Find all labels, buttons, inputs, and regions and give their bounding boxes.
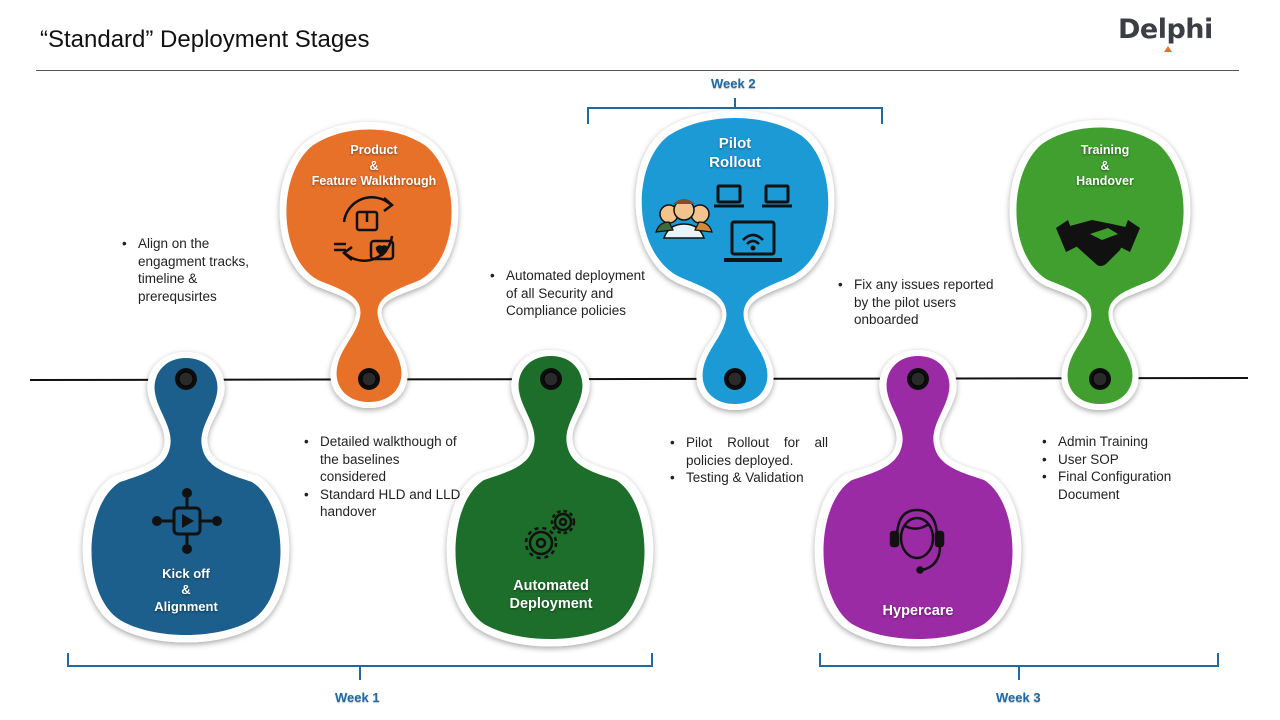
product-cycle-icon <box>334 196 395 262</box>
page-title: “Standard” Deployment Stages <box>40 26 370 53</box>
stage-label-product: Product & Feature Walkthrough <box>311 143 437 189</box>
note-item: Detailed walkthough of the baselines con… <box>302 433 467 486</box>
stage-label-pilot-rollout: Pilot Rollout <box>709 135 761 171</box>
timeline-line <box>29 377 1249 381</box>
note-item: Standard HLD and LLD handover <box>302 486 467 521</box>
week-label-2: Week 2 <box>711 76 756 91</box>
notes-automated-deployment: Automated deployment of all Security and… <box>488 267 648 320</box>
note-item: User SOP <box>1040 451 1200 469</box>
users-devices-icon <box>655 184 792 262</box>
notes-hypercare: Fix any issues reported by the pilot use… <box>836 276 996 329</box>
stage-label-automated-deployment: Automated Deployment <box>509 578 593 613</box>
note-item: Admin Training <box>1040 433 1200 451</box>
stage-label-training-handover: Training & Handover <box>1076 143 1134 189</box>
stage-label-hypercare: Hypercare <box>882 603 954 619</box>
week-label-1: Week 1 <box>335 690 380 705</box>
week1-bracket <box>67 653 653 680</box>
week3-bracket <box>819 653 1219 680</box>
headset-agent-icon <box>889 508 945 574</box>
stage-hypercare-bubble <box>814 350 1022 647</box>
note-item: Align on the engagment tracks, timeline … <box>120 235 270 305</box>
stage-product-bubble <box>279 122 459 408</box>
note-item: Final Configuration Document <box>1040 468 1200 503</box>
stage-automated-deployment-bubble <box>446 350 654 647</box>
note-item: Testing & Validation <box>668 469 828 487</box>
logo-accent-mark <box>1164 46 1172 52</box>
week2-bracket <box>587 98 883 124</box>
notes-kickoff: Align on the engagment tracks, timeline … <box>120 235 270 305</box>
notes-training-handover: Admin Training User SOP Final Configurat… <box>1040 433 1200 503</box>
week-label-3: Week 3 <box>996 690 1041 705</box>
notes-product: Detailed walkthough of the baselines con… <box>302 433 467 521</box>
stage-label-kickoff: Kick off & Alignment <box>154 566 218 614</box>
company-logo: Delphi <box>1118 14 1213 45</box>
gears-icon <box>524 509 576 560</box>
note-item: Automated deployment of all Security and… <box>488 267 648 320</box>
note-item: Pilot Rollout for all policies deployed. <box>668 434 828 469</box>
handshake-icon <box>1056 220 1140 266</box>
title-divider <box>36 70 1239 71</box>
notes-pilot-rollout: Pilot Rollout for all policies deployed.… <box>668 434 828 487</box>
video-play-network-icon <box>152 488 222 554</box>
note-item: Fix any issues reported by the pilot use… <box>836 276 996 329</box>
